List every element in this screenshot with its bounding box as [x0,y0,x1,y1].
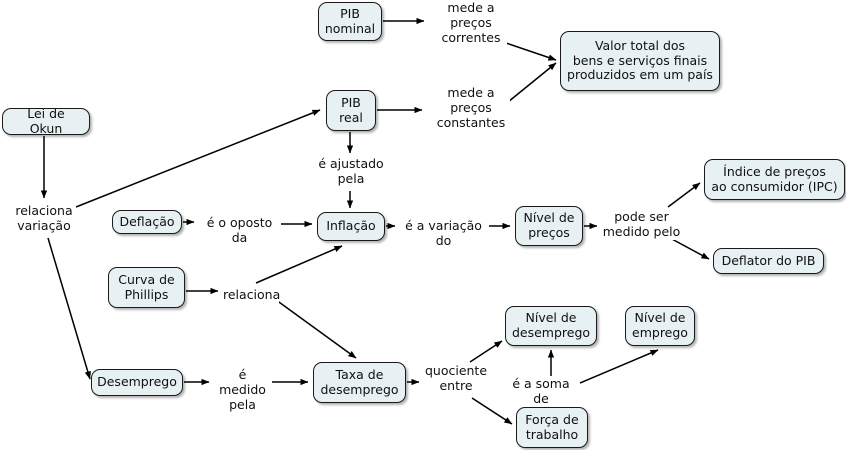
link-label-e-variacao-do: é a variação do [399,218,488,249]
edge-relaciona-to-taxadesemp [271,296,357,359]
node-nivel-precos[interactable]: Nível de preços [515,206,583,246]
node-curva-phillips[interactable]: Curva de Phillips [108,267,185,308]
link-label-e-ajustado-pela: é ajustado pela [316,156,386,187]
link-label-relaciona: relaciona [223,287,281,303]
link-label-e-oposto-da: é o oposto da [199,215,280,246]
link-label-relaciona-var: relaciona variação [12,203,76,234]
edge-relaciona-to-inflacao [255,245,343,284]
link-label-e-medido-pela: é medido pela [214,367,271,413]
node-lei-de-okun[interactable]: Lei de Okun [2,106,90,135]
edge-medeconstantes-to-valortotal [507,62,557,103]
edge-relacionavar-to-pibreal [75,109,321,208]
link-label-pode-ser-medido: pode ser medido pelo [602,209,681,240]
node-taxa-desemp[interactable]: Taxa de desemprego [313,362,406,403]
node-nivel-desemp[interactable]: Nível de desemprego [505,306,597,346]
node-deflator-pib[interactable]: Deflator do PIB [713,248,824,274]
link-label-e-a-soma-de: é a soma de [504,376,578,407]
node-ipc[interactable]: Índice de preços ao consumidor (IPC) [704,159,845,200]
link-label-mede-constantes: mede a preços constantes [432,85,510,131]
node-deflacao[interactable]: Deflação [112,210,182,234]
link-label-mede-correntes: mede a preços correntes [435,0,507,46]
edge-quociente-to-niveldesemp [469,340,503,363]
node-inflacao[interactable]: Inflação [317,212,385,241]
edge-somade-to-nivelemprego [579,349,659,384]
link-label-quociente-entre: quociente entre [424,363,488,394]
edge-relacionavar-to-desemprego [47,237,91,380]
node-desemprego[interactable]: Desemprego [91,369,183,396]
node-pib-real[interactable]: PIB real [326,90,376,131]
node-forca-trab[interactable]: Força de trabalho [516,407,588,448]
edge-podeser-to-deflator [669,237,710,260]
node-pib-nominal[interactable]: PIB nominal [318,2,382,41]
node-nivel-emprego[interactable]: Nível de emprego [625,306,695,346]
edge-medecorrentes-to-valortotal [505,42,557,61]
edge-podeser-to-ipc [667,182,701,208]
node-valor-total[interactable]: Valor total dos bens e serviços finais p… [560,31,720,91]
